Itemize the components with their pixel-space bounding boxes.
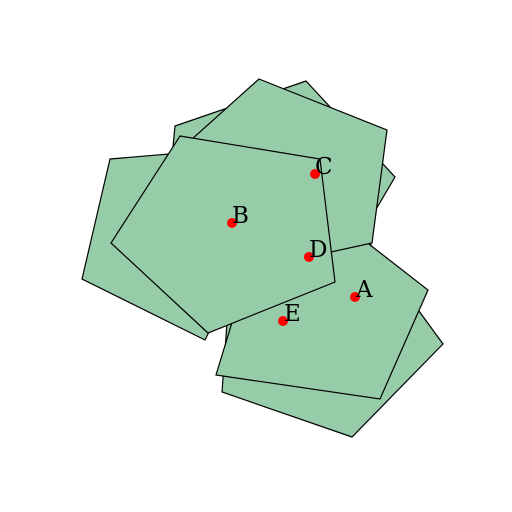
point-a-dot [350,292,360,302]
pentagon-layer [81,78,444,438]
point-a: A [350,277,373,303]
point-c-dot [310,169,320,179]
point-d-label: D [309,237,327,263]
point-c: C [310,154,333,180]
point-a-label: A [355,277,373,303]
point-d-dot [304,252,314,262]
point-e-dot [278,316,288,326]
point-b-label: B [232,203,249,229]
point-b-dot [227,218,237,228]
point-layer: A B C D E [227,154,373,327]
point-e-label: E [284,301,301,327]
pentagon-front [110,135,336,334]
point-c-label: C [315,154,333,180]
point-e: E [278,301,301,327]
point-d: D [304,237,327,263]
point-b: B [227,203,249,229]
